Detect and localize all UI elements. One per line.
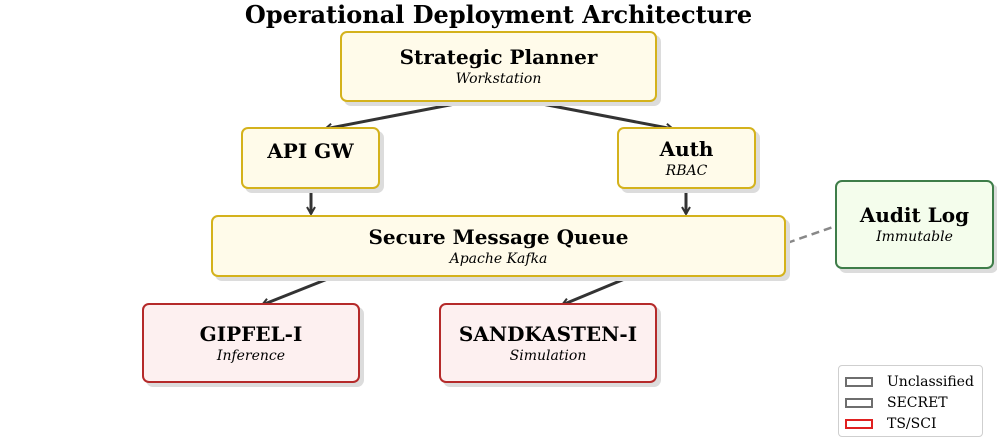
edge-queue-to-sandkasten	[562, 276, 628, 305]
node-subtitle: Workstation	[455, 71, 542, 87]
legend-label: TS/SCI	[887, 415, 937, 432]
edge-planner-to-auth	[536, 101, 673, 129]
legend-swatch	[845, 397, 873, 408]
legend-item-ts-sci: TS/SCI	[845, 413, 982, 434]
node-title: GIPFEL-I	[199, 321, 303, 346]
legend-item-secret: SECRET	[845, 392, 982, 413]
node-sandkasten-i: SANDKASTEN-I Simulation	[439, 303, 657, 383]
node-title: SANDKASTEN-I	[458, 321, 638, 346]
node-audit-log: Audit Log Immutable	[835, 180, 994, 269]
node-subtitle: Apache Kafka	[449, 250, 548, 267]
node-subtitle: RBAC	[665, 162, 708, 179]
node-subtitle: Inference	[216, 347, 286, 364]
legend: Unclassified SECRET TS/SCI	[838, 365, 983, 437]
node-title: API GW	[267, 139, 354, 163]
edge-queue-to-audit-log	[786, 224, 837, 245]
legend-item-unclassified: Unclassified	[845, 371, 982, 392]
edge-planner-to-api-gw	[325, 101, 461, 129]
node-gipfel-i: GIPFEL-I Inference	[142, 303, 360, 383]
edge-queue-to-gipfel	[262, 276, 331, 305]
node-title: Auth	[659, 136, 714, 161]
node-title: Strategic Planner	[399, 45, 598, 69]
node-secure-message-queue: Secure Message Queue Apache Kafka	[211, 215, 786, 277]
node-strategic-planner: Strategic Planner Workstation	[340, 31, 657, 102]
node-subtitle: Simulation	[509, 347, 587, 364]
legend-label: Unclassified	[887, 373, 974, 390]
node-auth: Auth RBAC	[617, 127, 756, 189]
node-api-gw: API GW	[241, 127, 380, 189]
node-title: Secure Message Queue	[368, 224, 629, 249]
node-title: Audit Log	[859, 203, 970, 227]
legend-swatch	[845, 376, 873, 387]
diagram-title: Operational Deployment Architecture	[244, 0, 753, 29]
node-subtitle: Immutable	[876, 229, 953, 245]
legend-label: SECRET	[887, 394, 948, 411]
legend-swatch	[845, 418, 873, 429]
